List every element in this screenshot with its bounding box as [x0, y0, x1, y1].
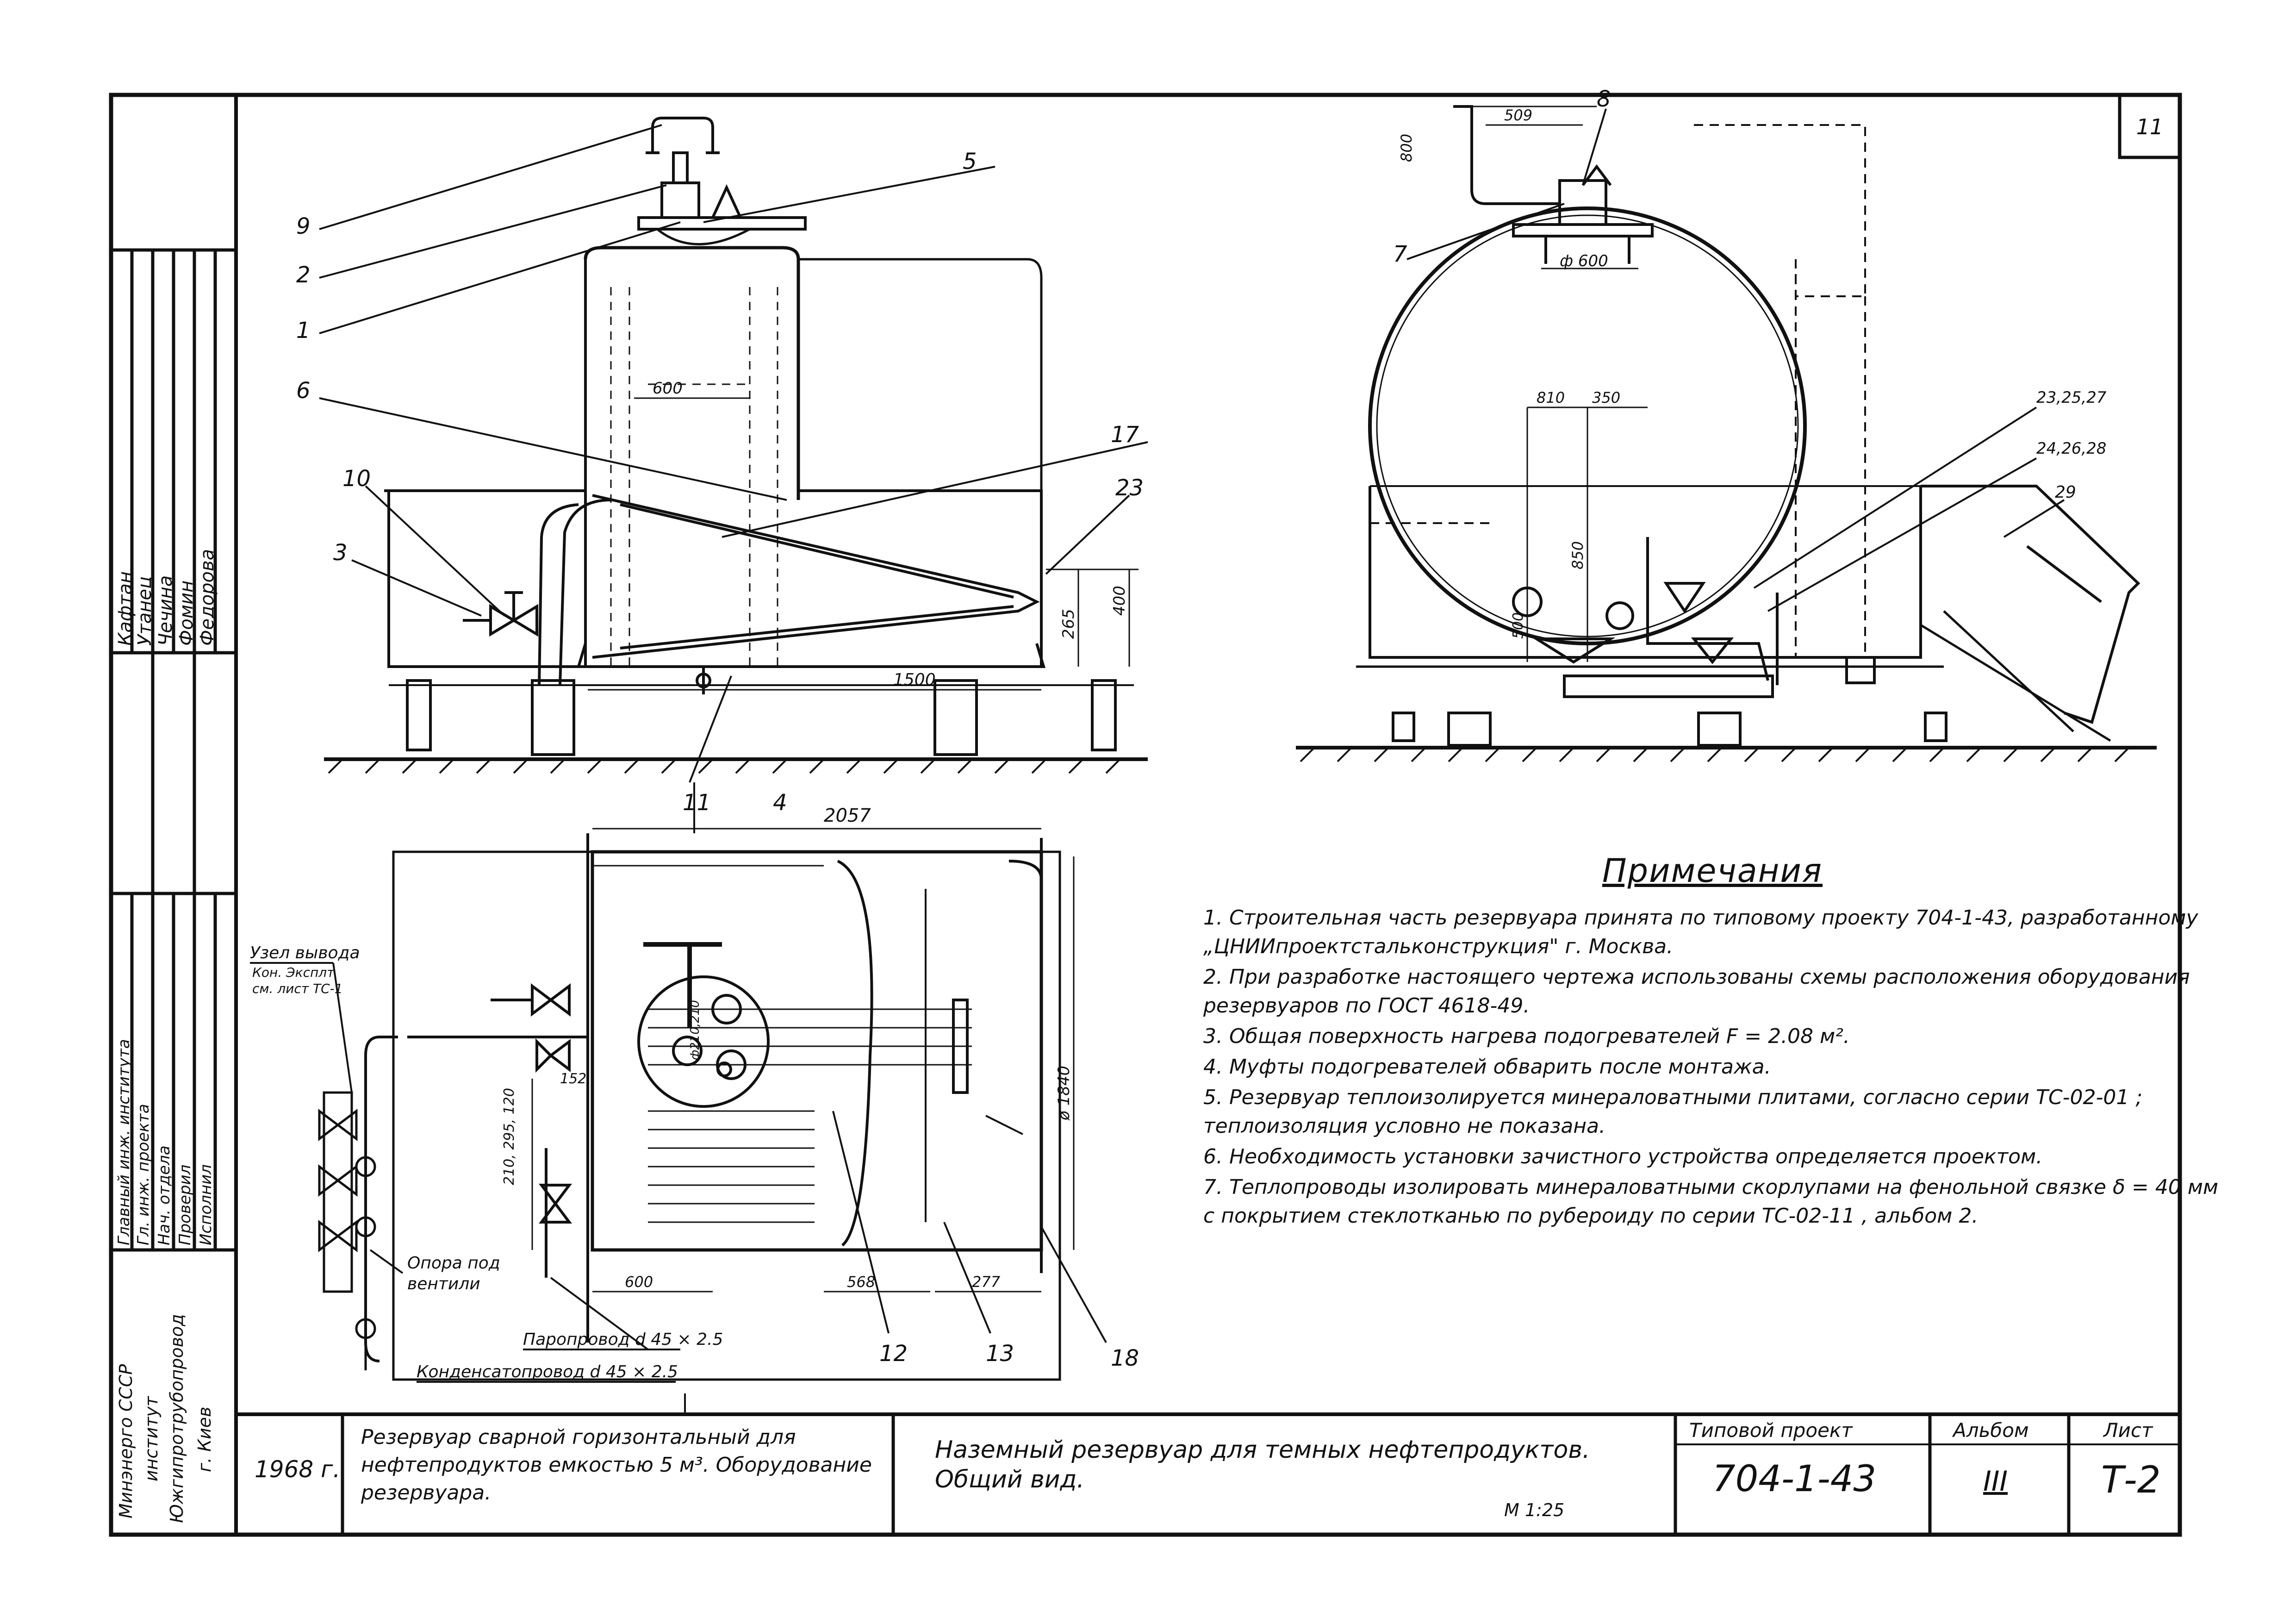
notes-title: Примечания	[1602, 852, 1823, 890]
feed-pipe-label: Паропровод d 45 × 2.5	[523, 1330, 723, 1349]
note-item: 3. Общая поверхность нагрева подогревате…	[1203, 1024, 1850, 1048]
callout-5: 5	[963, 149, 977, 175]
stamp-role: Кафтан	[115, 571, 136, 646]
sheet-number: 11	[2136, 114, 2164, 139]
stamp-org: Минэнерго СССР	[116, 1364, 136, 1518]
support-label-2: вентили	[407, 1274, 480, 1293]
notes-block: Примечания 1. Строительная часть резерву…	[1203, 852, 2221, 1232]
outlet-unit-label-3: см. лист ТС-1	[252, 981, 343, 996]
outlet-unit-label: Узел вывода	[250, 943, 360, 962]
callout-17: 17	[1111, 422, 1139, 448]
condensate-pipe-label: Конденсатопровод d 45 × 2.5	[417, 1362, 678, 1381]
dim-600-dia: ф 600	[1560, 252, 1608, 270]
album-number: III	[1983, 1465, 2008, 1498]
stamp-position: Гл. инж. проекта	[134, 1104, 153, 1245]
callout-1: 1	[296, 318, 311, 344]
callout-3: 3	[333, 540, 348, 566]
callout-6: 6	[296, 378, 311, 404]
callout-12: 12	[879, 1341, 908, 1367]
stamp-org: Южгипротрубопровод	[167, 1314, 187, 1523]
notes-list: 1. Строительная часть резервуара принята…	[1203, 904, 2221, 1230]
callout-13: 13	[986, 1341, 1014, 1367]
note-item: 4. Муфты подогревателей обварить после м…	[1203, 1055, 1771, 1079]
dim-1500: 1500	[893, 670, 936, 689]
dim-850: 850	[1569, 541, 1587, 569]
callout-7: 7	[1393, 241, 1407, 267]
stamp-role: Федорова	[197, 549, 218, 646]
outer-frame	[109, 93, 2182, 1537]
stamp-position: Проверил	[176, 1164, 194, 1245]
title-drawing: Наземный резервуар для темных нефтепроду…	[935, 1436, 1590, 1493]
dim-509: 509	[1504, 106, 1532, 124]
stamp-org: институт	[141, 1396, 162, 1481]
stamp-position: Главный инж. института	[115, 1039, 133, 1245]
dim-350: 350	[1592, 389, 1620, 406]
callout-24-26-28: 24,26,28	[2036, 439, 2106, 458]
dim-600-plan: 600	[625, 1273, 653, 1291]
stamp-org: г. Киев	[194, 1406, 215, 1472]
note-item: 7. Теплопроводы изолировать минераловатн…	[1203, 1175, 2219, 1228]
callout-29: 29	[2055, 483, 2076, 502]
dim-810: 810	[1537, 389, 1565, 406]
callout-8: 8	[1597, 86, 1611, 112]
sheet-label: Лист	[2103, 1419, 2153, 1442]
note-item: 6. Необходимость установки зачистного ус…	[1203, 1145, 2043, 1168]
dim-400: 400	[1110, 586, 1129, 616]
plan-view	[318, 782, 1107, 1414]
stamp-position: Нач. отдела	[155, 1145, 174, 1245]
project-label: Типовой проект	[1689, 1419, 1853, 1442]
dim-265: 265	[1059, 609, 1078, 639]
callout-23: 23	[1115, 475, 1144, 501]
dim-277: 277	[972, 1273, 1001, 1291]
front-elevation-view	[319, 117, 1148, 783]
callout-23-25-27: 23,25,27	[2036, 388, 2107, 407]
stamp-role: Утанец	[134, 576, 156, 646]
dim-800: 800	[1398, 134, 1415, 162]
note-item: 5. Резервуар теплоизолируется минералова…	[1203, 1086, 2143, 1138]
dim-2057: 2057	[824, 805, 871, 826]
dim-568: 568	[847, 1273, 875, 1291]
project-number: 704-1-43	[1712, 1458, 1877, 1500]
note-item: 1. Строительная часть резервуара принята…	[1203, 906, 2198, 958]
dim-600: 600	[653, 379, 683, 398]
title-year: 1968 г.	[255, 1456, 341, 1483]
callout-10: 10	[342, 466, 371, 492]
dim-500: 500	[1510, 612, 1526, 639]
dim-210-295-120: 210, 295, 120	[501, 1088, 517, 1185]
dim-210-200: ф210,210	[688, 1000, 702, 1060]
sheet-code: Т-2	[2101, 1458, 2161, 1501]
callout-9: 9	[296, 213, 311, 239]
title-object: Резервуар сварной горизонтальный для неф…	[361, 1425, 872, 1505]
stamp-role: Фомин	[176, 580, 197, 646]
stamp-position: Исполнил	[197, 1164, 215, 1245]
dim-152: 152	[560, 1071, 586, 1087]
callout-4: 4	[773, 790, 787, 816]
note-item: 2. При разработке настоящего чертежа исп…	[1203, 965, 2190, 1018]
dim-1840: ø 1840	[1055, 1066, 1073, 1121]
stamp-role: Чечина	[155, 575, 176, 646]
album-label: Альбом	[1953, 1419, 2029, 1442]
callout-18: 18	[1111, 1345, 1139, 1371]
outlet-unit-label-2: Кон. Эксплт	[252, 965, 335, 980]
callout-11: 11	[683, 790, 711, 816]
sheet-number-box	[2118, 93, 2182, 159]
support-label: Опора под	[407, 1254, 500, 1273]
side-elevation-view	[1296, 105, 2157, 762]
callout-2: 2	[296, 262, 311, 288]
title-scale: М 1:25	[1504, 1500, 1565, 1520]
